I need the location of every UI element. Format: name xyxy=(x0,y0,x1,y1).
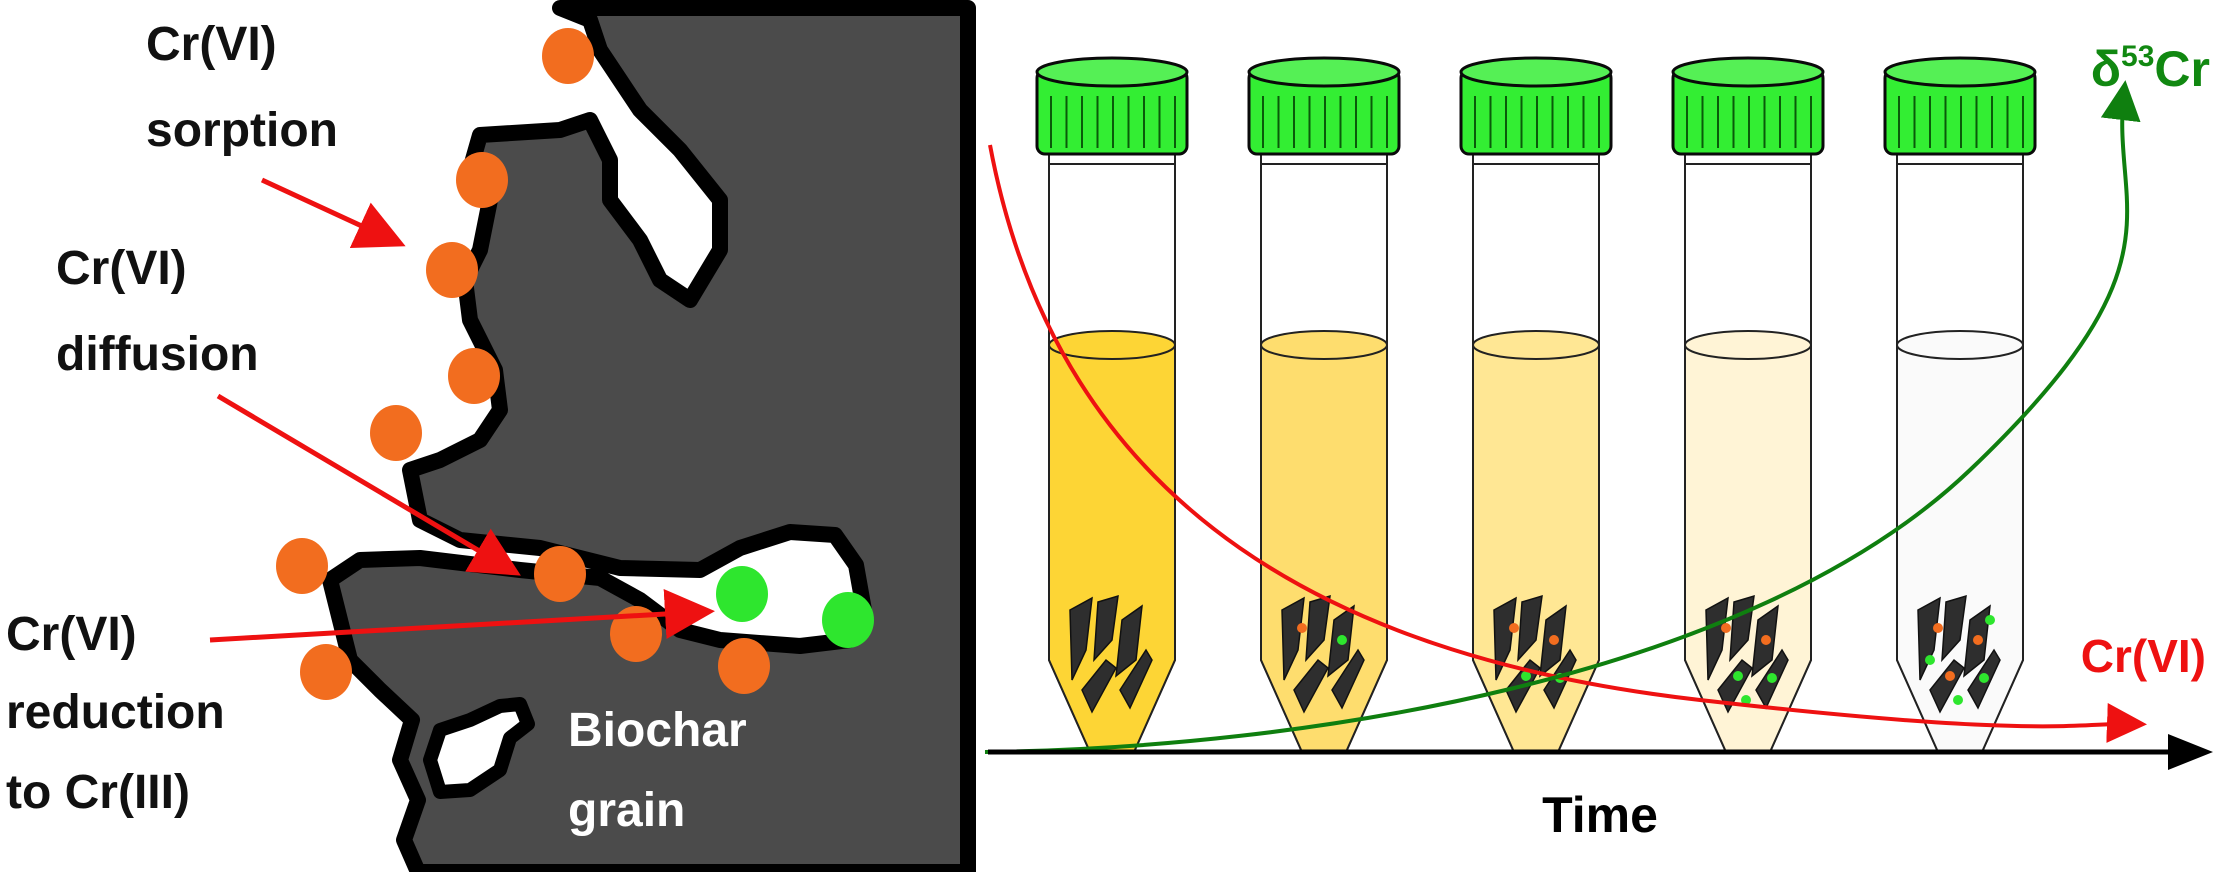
cr3-dot xyxy=(1741,695,1751,705)
biochar-fragment xyxy=(1493,596,1517,681)
cr6-dot xyxy=(300,644,352,700)
liquid-meniscus xyxy=(1260,330,1388,360)
biochar-fragment xyxy=(1331,648,1365,710)
tube-cap-top xyxy=(1459,56,1613,88)
cr6-dot xyxy=(276,538,328,594)
label-sorption: Cr(VI) sorption xyxy=(146,18,338,157)
cr3-dot xyxy=(822,592,874,648)
cr3-dot xyxy=(1337,635,1347,645)
biochar-fragment xyxy=(1069,596,1093,681)
cr6-dot xyxy=(1509,623,1519,633)
cr3-dot xyxy=(1985,615,1995,625)
tube-liquid xyxy=(1684,344,1812,753)
biochar-fragment xyxy=(1917,596,1941,681)
cr6-dot xyxy=(610,606,662,662)
cr6-sorbed-dots xyxy=(276,28,770,700)
time-axis-label: Time xyxy=(1542,787,1658,843)
delta53cr-curve xyxy=(984,80,2141,754)
tube-liquid xyxy=(1896,344,2024,753)
label-diffusion: Cr(VI) diffusion xyxy=(56,242,259,381)
tube-row xyxy=(1035,56,2037,753)
biochar-fragment xyxy=(1115,604,1143,678)
delta53cr-label: δ53Cr xyxy=(2091,40,2210,97)
biochar-fragment xyxy=(1093,594,1119,663)
diffusion-arrow xyxy=(216,393,521,576)
cr3-dot xyxy=(1953,695,1963,705)
biochar-fragment xyxy=(1293,658,1329,714)
tube xyxy=(1883,56,2037,753)
cr6-curve-label: Cr(VI) xyxy=(2081,630,2206,682)
tube xyxy=(1247,56,1401,753)
cr6-dot xyxy=(1761,635,1771,645)
cr6-dot xyxy=(426,242,478,298)
cr6-dot xyxy=(718,638,770,694)
biochar-fragment xyxy=(1941,594,1967,663)
time-series-panel: Time Cr(VI) δ53Cr xyxy=(984,40,2213,843)
cr6-dot xyxy=(542,28,594,84)
cr3-dot xyxy=(1521,671,1531,681)
biochar-fragment xyxy=(1929,658,1965,714)
cr3-dots xyxy=(716,566,874,648)
cr6-dot xyxy=(1945,671,1955,681)
cr3-dot xyxy=(1979,673,1989,683)
biochar-fragment xyxy=(1517,594,1543,663)
cr6-dot xyxy=(370,405,422,461)
tube-liquid xyxy=(1472,344,1600,753)
tube-cap-top xyxy=(1883,56,2037,88)
tube-cap-top xyxy=(1247,56,1401,88)
cr6-dot xyxy=(1549,635,1559,645)
biochar-fragment xyxy=(1119,648,1153,710)
cr6-dot xyxy=(534,546,586,602)
biochar-fragment xyxy=(1281,596,1305,681)
cr6-dot xyxy=(1973,635,1983,645)
tube-cap-top xyxy=(1035,56,1189,88)
label-reduction: Cr(VI) reduction to Cr(III) xyxy=(6,608,238,819)
tube xyxy=(1459,56,1613,753)
liquid-meniscus xyxy=(1472,330,1600,360)
liquid-meniscus xyxy=(1048,330,1176,360)
cr6-dot xyxy=(1933,623,1943,633)
biochar-fragment xyxy=(1705,596,1729,681)
cr6-dot xyxy=(456,152,508,208)
cr6-dot xyxy=(1721,623,1731,633)
cr6-dot xyxy=(1297,623,1307,633)
cr3-dot xyxy=(1925,655,1935,665)
reduction-arrow xyxy=(209,589,715,643)
liquid-meniscus xyxy=(1684,330,1812,360)
cr3-dot xyxy=(1767,673,1777,683)
cr3-dot xyxy=(1733,671,1743,681)
tube-liquid xyxy=(1048,344,1176,753)
liquid-meniscus xyxy=(1896,330,2024,360)
tube-cap-top xyxy=(1671,56,1825,88)
tube xyxy=(1671,56,1825,753)
tube-liquid xyxy=(1260,344,1388,753)
cr6-dot xyxy=(448,348,500,404)
cr3-dot xyxy=(716,566,768,622)
time-axis-arrowhead xyxy=(2168,734,2213,770)
sorption-arrow xyxy=(260,177,406,249)
biochar-pore xyxy=(423,697,535,799)
tube xyxy=(1035,56,1189,753)
label-biochar-grain: Biochar grain xyxy=(568,704,760,837)
biochar-fragment xyxy=(1081,658,1117,714)
biochar-grain-panel: Cr(VI) sorption Cr(VI) diffusion Cr(VI) … xyxy=(6,0,976,872)
